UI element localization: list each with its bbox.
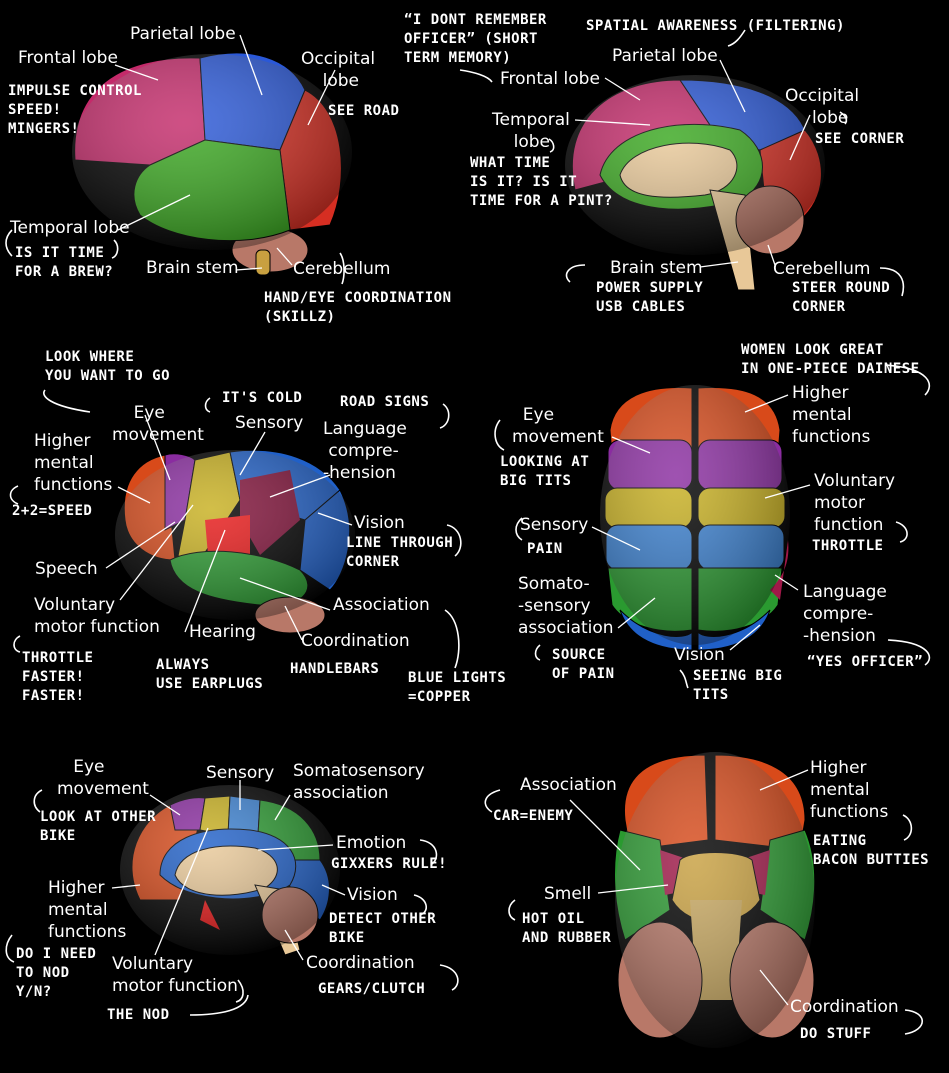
note-hot-oil: HOT OIL AND RUBBER [522, 911, 612, 946]
note-other-bike: LOOK AT OTHER BIKE [40, 809, 157, 844]
label-occipital-2: Occipital lobe [785, 86, 860, 128]
note-time-for-brew: IS IT TIME FOR A BREW? [15, 245, 114, 280]
brain-lateral-3 [115, 449, 355, 634]
note-gears: GEARS/CLUTCH [318, 981, 426, 997]
label-temporal-lobe: Temporal lobe [10, 218, 130, 238]
note-handlebars: HANDLEBARS [290, 661, 380, 677]
note-throttle: THROTTLE [812, 538, 884, 554]
note-pint: WHAT TIME IS IT? IS IT TIME FOR A PINT? [470, 155, 613, 209]
brain-stem-region [255, 249, 271, 276]
label-coordination: Coordination [301, 631, 410, 651]
label-frontal-lobe: Frontal lobe [18, 48, 118, 68]
label-vision: Vision [354, 513, 405, 533]
note-yes-officer: “YES OFFICER” [807, 654, 924, 670]
note-spatial: SPATIAL AWARENESS (FILTERING) [586, 18, 845, 34]
note-steer: STEER ROUND CORNER [792, 280, 891, 315]
label-voluntary-motor: Voluntary motor function [34, 595, 160, 637]
leader-lines [105, 34, 811, 1006]
note-bacon: EATING BACON BUTTIES [813, 833, 930, 868]
label-voluntary-4: Voluntary motor function [814, 471, 896, 535]
brain-medial-5 [120, 785, 340, 956]
label-sensory-5: Sensory [206, 763, 275, 783]
label-eye-movement: Eye movement [112, 403, 204, 445]
note-source-pain: SOURCE OF PAIN [552, 647, 615, 682]
label-coordination-5: Coordination [306, 953, 415, 973]
note-speed: 2+2=SPEED [12, 503, 93, 519]
label-sensory: Sensory [235, 413, 304, 433]
note-detect: DETECT OTHER BIKE [329, 911, 437, 946]
note-memory: “I DONT REMEMBER OFFICER” (SHORT TERM ME… [404, 12, 547, 66]
note-impulse-control: IMPULSE CONTROL SPEED! MINGERS! [8, 83, 142, 137]
note-its-cold: IT'S COLD [222, 390, 303, 406]
note-road-signs: ROAD SIGNS [340, 394, 430, 410]
note-copper: BLUE LIGHTS =COPPER [408, 670, 507, 705]
label-occipital-lobe: Occipital lobe [301, 49, 376, 91]
note-car-enemy: CAR=ENEMY [493, 808, 574, 824]
note-earplugs: ALWAYS USE EARPLUGS [156, 657, 264, 692]
label-brain-stem-2: Brain stem [610, 258, 703, 278]
label-somato-5: Somatosensory association [293, 761, 425, 803]
label-sensory-4: Sensory [520, 515, 589, 535]
note-gixxers: GIXXERS RULE! [331, 856, 448, 872]
label-temporal-2: Temporal lobe [492, 110, 570, 152]
brain-top-4 [600, 385, 790, 651]
note-throttle-faster: THROTTLE FASTER! FASTER! [22, 650, 94, 704]
note-power-supply: POWER SUPPLY USB CABLES [596, 280, 704, 315]
brain-lateral-1 [72, 52, 352, 276]
label-frontal-2: Frontal lobe [500, 69, 600, 89]
label-association-6: Association [520, 775, 617, 795]
label-voluntary-5: Voluntary motor function [112, 954, 238, 996]
note-see-corner: SEE CORNER [815, 131, 905, 147]
note-women: WOMEN LOOK GREAT IN ONE-PIECE DAINESE [741, 342, 920, 377]
label-language-4: Language compre- -hension [803, 582, 887, 646]
note-looking: LOOKING AT BIG TITS [500, 454, 590, 489]
note-see-road: SEE ROAD [328, 103, 400, 119]
brain-bottom-6 [614, 752, 816, 1048]
label-speech: Speech [35, 559, 98, 579]
label-higher-mental-6: Higher mental functions [810, 758, 889, 822]
note-look-where: LOOK WHERE YOU WANT TO GO [45, 349, 171, 384]
label-coordination-6: Coordination [790, 997, 899, 1017]
label-parietal-lobe: Parietal lobe [130, 24, 236, 44]
label-eye-movement-4: Eye movement [512, 405, 604, 447]
note-seeing: SEEING BIG TITS [693, 668, 783, 703]
label-brain-stem: Brain stem [146, 258, 239, 278]
label-association: Association [333, 595, 430, 615]
label-vision-5: Vision [347, 885, 398, 905]
label-vision-4: Vision [674, 645, 725, 665]
note-brackets [5, 29, 931, 1035]
note-hand-eye: HAND/EYE COORDINATION (SKILLZ) [264, 290, 452, 325]
brain-medial-2 [565, 75, 825, 291]
label-somato-4: Somato- -sensory association [518, 574, 614, 638]
label-higher-mental-4: Higher mental functions [792, 383, 871, 447]
label-emotion: Emotion [336, 833, 407, 853]
label-language: Language compre- -hension [323, 419, 407, 483]
label-cerebellum: Cerebellum [293, 259, 391, 279]
label-parietal-2: Parietal lobe [612, 46, 718, 66]
label-higher-mental-5: Higher mental functions [48, 878, 127, 942]
label-hearing: Hearing [189, 622, 256, 642]
label-higher-mental: Higher mental functions [34, 431, 113, 495]
note-the-nod: THE NOD [107, 1007, 170, 1023]
label-eye-movement-5: Eye movement [57, 757, 149, 799]
note-pain: PAIN [527, 541, 563, 557]
note-nod: DO I NEED TO NOD Y/N? [16, 946, 97, 1000]
label-smell: Smell [544, 884, 592, 904]
label-cerebellum-2: Cerebellum [773, 259, 871, 279]
note-do-stuff: DO STUFF [800, 1026, 872, 1042]
note-line-through: LINE THROUGH CORNER [346, 535, 454, 570]
